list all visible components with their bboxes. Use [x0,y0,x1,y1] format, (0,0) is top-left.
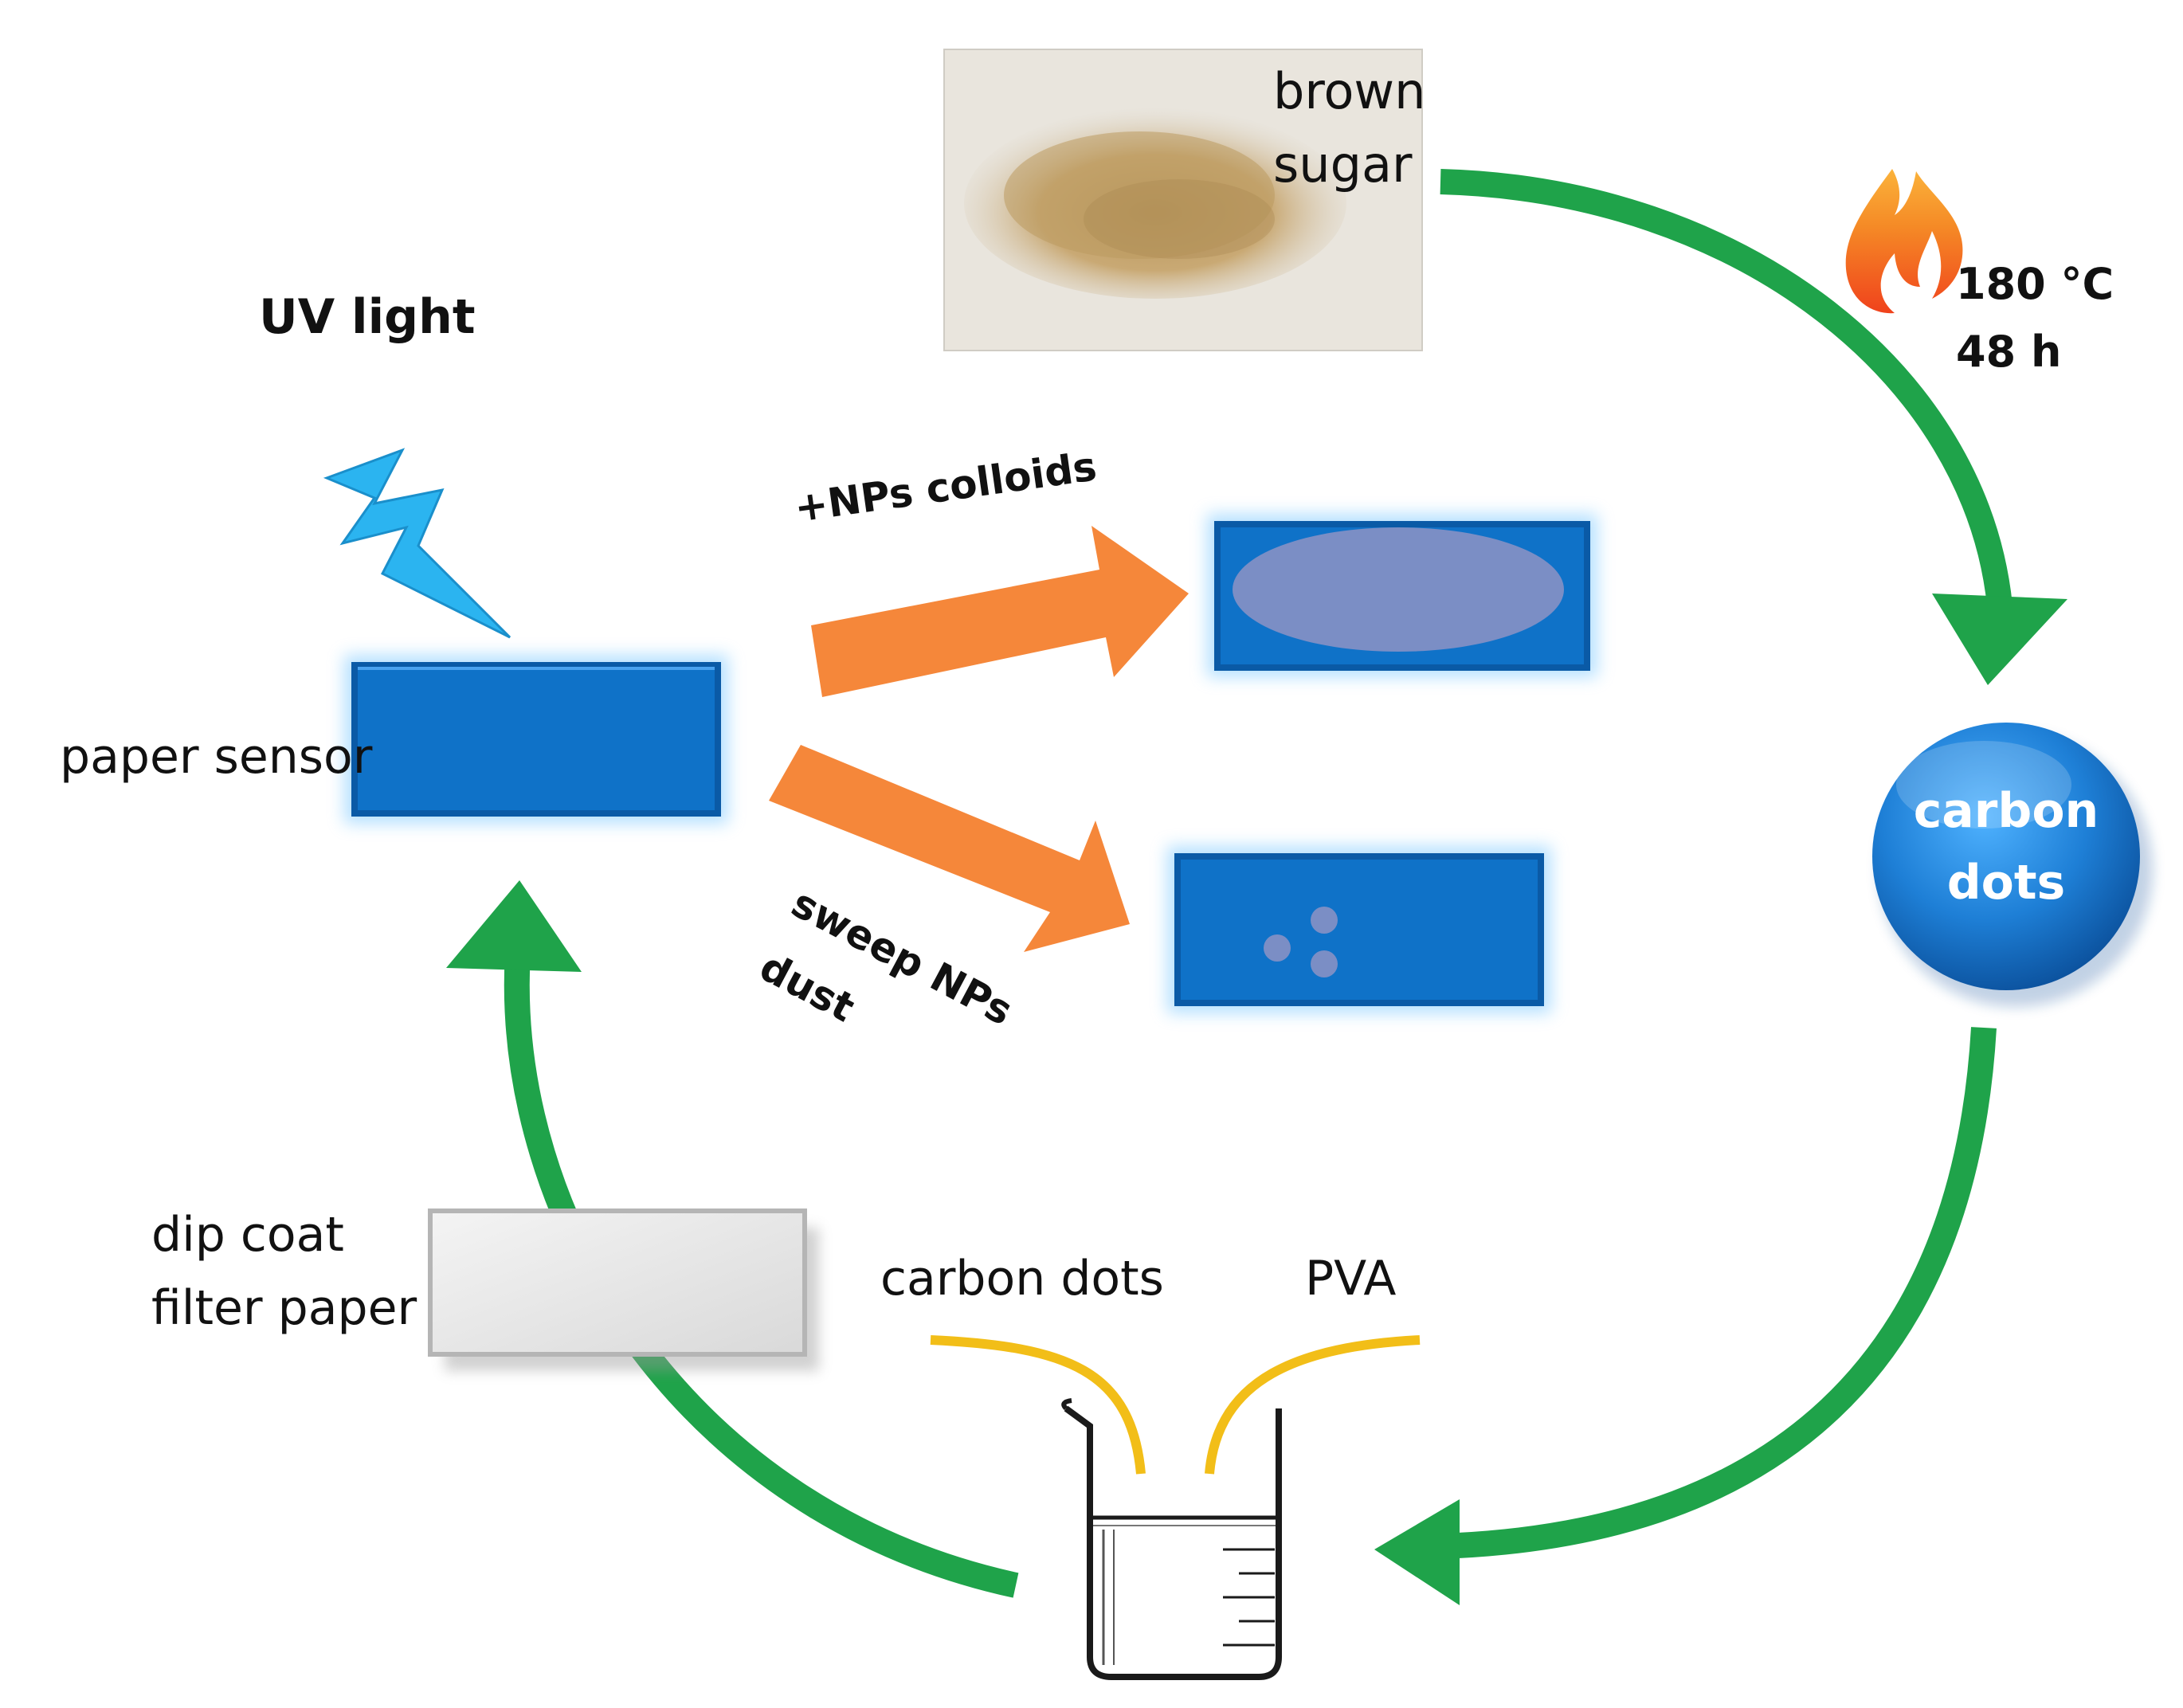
arrow-sugar-to-carbon-dots [1440,169,2067,685]
filter-paper [428,1209,819,1371]
feed-lines [930,1335,1421,1475]
beaker-pva-label: PVA [1305,1251,1396,1306]
paper-sensor-label: paper sensor [60,729,373,785]
arrow-np-colloids [811,526,1189,697]
carbon-dots-sphere-label-line2: dots [1947,855,2066,911]
beaker-carbon-dots-label: carbon dots [880,1251,1164,1306]
arrow-sweep-np-dust [769,745,1130,952]
lightning-icon [323,448,511,639]
carbon-dots-sphere [1872,723,2153,1007]
brown-sugar-photo [943,49,1423,351]
dip-coat-label-line2: filter paper [151,1280,417,1336]
beaker-icon [1061,1398,1282,1680]
temperature-label: 180 °C [1956,259,2114,309]
arrow-carbon-dots-to-beaker [1374,1027,1997,1605]
carbon-dots-sphere-label-line1: carbon [1914,783,2099,839]
brown-sugar-label-line2: sugar [1273,135,1413,194]
brown-sugar-label-line1: brown [1273,62,1425,120]
uv-light-label: UV light [259,289,476,345]
np-colloids-label: +NPs colloids [792,443,1099,531]
dip-coat-label-line1: dip coat [151,1207,344,1263]
sensor-np-dust-result [1167,846,1551,1013]
sweep-np-label-line2: dust [752,943,862,1031]
paper-sensor [344,655,728,824]
sensor-np-colloid-result [1207,514,1597,677]
duration-label: 48 h [1956,327,2061,377]
flame-icon [1845,169,1963,314]
